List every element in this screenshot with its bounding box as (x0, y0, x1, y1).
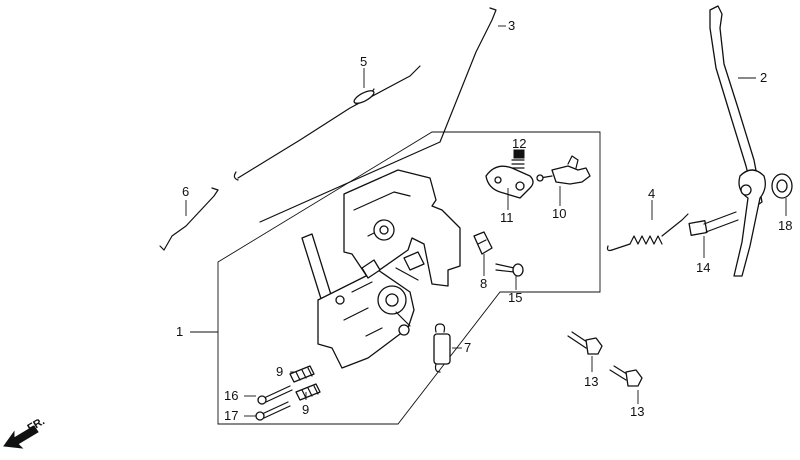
callout-10: 10 (552, 206, 566, 221)
part-17-screw (255, 401, 291, 421)
part-11-cam (485, 165, 534, 199)
part-12-screw (511, 149, 525, 169)
part-8-clip (473, 231, 493, 255)
part-2-control-lever (709, 5, 766, 277)
callout-9-lower: 9 (302, 402, 309, 417)
callout-8: 8 (480, 276, 487, 291)
callout-18: 18 (778, 218, 792, 233)
callout-11: 11 (500, 210, 514, 225)
front-arrow-icon (3, 425, 39, 449)
callout-15: 15 (508, 290, 522, 305)
part-4-spring (606, 213, 689, 252)
callout-13-upper: 13 (584, 374, 598, 389)
part-13-bolt-lower (609, 365, 643, 387)
part-10-switch (536, 155, 591, 185)
leader-lines (185, 25, 787, 417)
part-3-throttle-rod (259, 7, 497, 223)
part-9-spring-lower (295, 383, 321, 401)
part-6-governor-rod (159, 187, 219, 251)
part-1-control-base (301, 169, 461, 369)
part-13-bolt-upper (567, 331, 603, 355)
part-7-spring (433, 323, 451, 373)
direction-label: FR. (26, 415, 47, 434)
callout-6: 6 (182, 184, 189, 199)
front-direction-indicator: FR. (3, 415, 47, 449)
part-14-bolt (688, 211, 739, 236)
callout-17: 17 (224, 408, 238, 423)
callout-7: 7 (464, 340, 471, 355)
callout-3: 3 (508, 18, 515, 33)
callout-13-lower: 13 (630, 404, 644, 419)
part-15-screw (495, 263, 524, 277)
callout-9-upper: 9 (276, 364, 283, 379)
callout-5: 5 (360, 54, 367, 69)
callout-12: 12 (512, 136, 526, 151)
part-9-spring-upper (289, 365, 315, 383)
callout-14: 14 (696, 260, 710, 275)
callout-4: 4 (648, 186, 655, 201)
callout-16: 16 (224, 388, 238, 403)
part-5-spring (353, 88, 375, 105)
part-16-screw (257, 385, 293, 405)
part-18-nut (771, 173, 793, 199)
callout-1: 1 (176, 324, 183, 339)
part-5-choke-wire (233, 65, 421, 181)
callout-2: 2 (760, 70, 767, 85)
